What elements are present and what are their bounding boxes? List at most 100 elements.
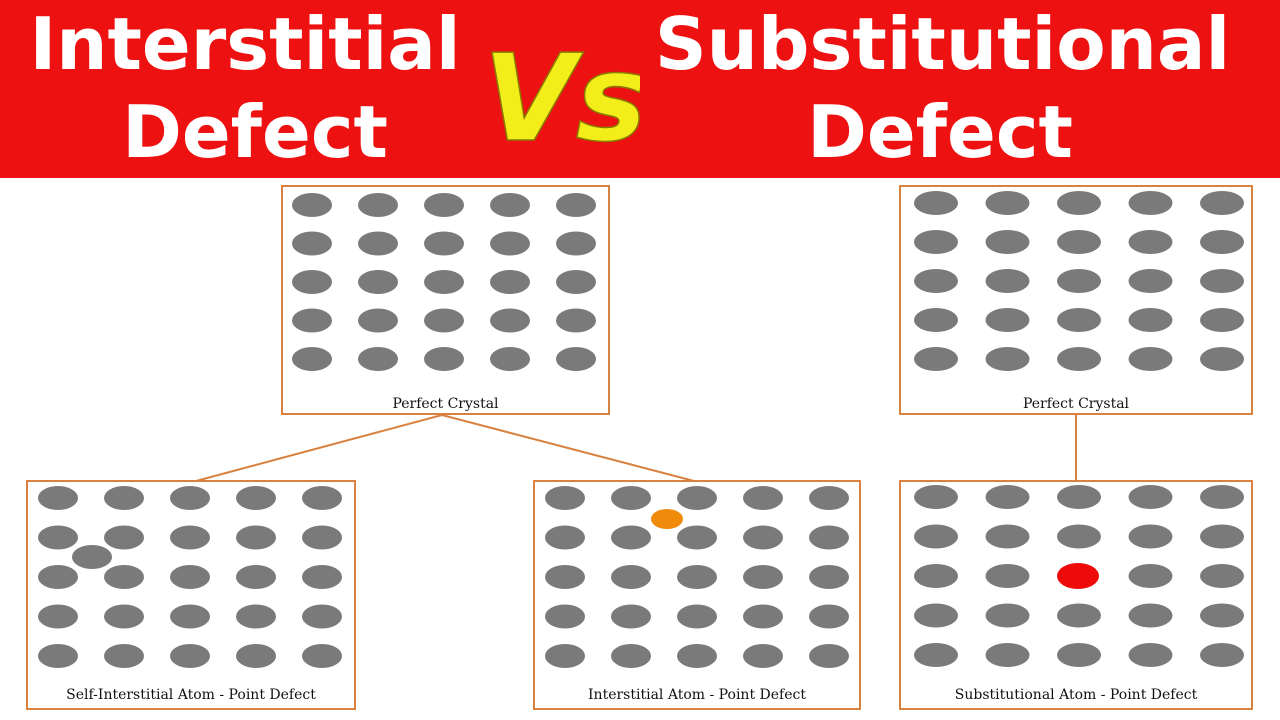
lattice-atom [424, 270, 464, 294]
lattice-atom [556, 231, 596, 256]
lattice-atom [1200, 308, 1244, 332]
title-banner: Interstitial Defect Vs Substitutional De… [0, 0, 1280, 178]
lattice-atom [556, 347, 596, 371]
left-title-line1: Interstitial [29, 2, 461, 86]
caption-right-perfect-crystal: Perfect Crystal [1022, 396, 1130, 412]
lattice-atom [1057, 347, 1101, 371]
lattice-atom [1200, 191, 1244, 215]
lattice-atom [809, 604, 849, 629]
lattice-atom [743, 486, 783, 510]
right-title-line2: Defect [807, 90, 1073, 174]
lattice-atom [914, 230, 958, 254]
lattice-atom [424, 193, 464, 217]
lattice-atom [677, 525, 717, 550]
lattice-atom [358, 231, 398, 256]
lattice-atom [424, 308, 464, 333]
lattice-atom [104, 644, 144, 668]
lattice-atom [809, 565, 849, 589]
lattice-atom [1200, 347, 1244, 371]
interstitial-atom [651, 509, 683, 529]
lattice-atom [556, 308, 596, 333]
lattice-atom [490, 270, 530, 294]
lattice-atom [985, 603, 1030, 628]
vs-text: Vs [490, 30, 640, 169]
caption-substitutional: Substitutional Atom - Point Defect [954, 687, 1198, 703]
caption-self-interstitial: Self-Interstitial Atom - Point Defect [66, 687, 316, 703]
lattice-atom [914, 308, 958, 332]
lattice-atom [1128, 308, 1173, 332]
lattice-atom [104, 604, 144, 629]
lattice-atom [743, 644, 783, 668]
lattice-atom [104, 565, 144, 589]
lattice-atom [1057, 485, 1101, 509]
connector-perfect-to-interstitial [441, 414, 695, 482]
left-title-line2: Defect [122, 90, 388, 174]
lattice-atom [292, 270, 332, 294]
lattice-atom [914, 524, 958, 549]
substitutional-atom [1057, 563, 1099, 589]
lattice-left-perfect [292, 193, 596, 371]
lattice-atom [1057, 191, 1101, 215]
lattice-atom [1128, 524, 1173, 549]
lattice-atom [1128, 347, 1173, 371]
lattice-atom [545, 644, 585, 668]
lattice-atom [985, 347, 1030, 371]
lattice-atom [985, 308, 1030, 332]
lattice-atom [38, 486, 78, 510]
lattice-atom [985, 269, 1030, 293]
lattice-atom [38, 565, 78, 589]
lattice-atom [358, 193, 398, 217]
lattice-atom [914, 564, 958, 588]
vs-graphic: Vs [482, 29, 648, 170]
lattice-atom [1200, 524, 1244, 549]
lattice-atom [985, 643, 1030, 667]
lattice-atom [170, 565, 210, 589]
lattice-atom [1128, 230, 1173, 254]
lattice-atom [1200, 643, 1244, 667]
lattice-atom [1057, 308, 1101, 332]
lattice-atom [302, 644, 342, 668]
lattice-atom [302, 565, 342, 589]
lattice-self-interstitial [38, 486, 342, 668]
lattice-atom [545, 486, 585, 510]
lattice-atom [170, 486, 210, 510]
lattice-atom [38, 525, 78, 550]
lattice-atom [170, 604, 210, 629]
lattice-atom [985, 191, 1030, 215]
lattice-atom [809, 644, 849, 668]
panel-self-interstitial: Self-Interstitial Atom - Point Defect [26, 480, 356, 710]
lattice-atom [611, 644, 651, 668]
lattice-atom [38, 604, 78, 629]
lattice-atom [677, 565, 717, 589]
lattice-atom [743, 565, 783, 589]
connector-perfect-to-self-interstitial [195, 414, 443, 482]
lattice-atom [236, 604, 276, 629]
lattice-atom [236, 525, 276, 550]
lattice-atom [1128, 603, 1173, 628]
panel-right-perfect-crystal: Perfect Crystal [899, 185, 1253, 415]
lattice-atom [236, 565, 276, 589]
lattice-atom [556, 193, 596, 217]
right-title-line1: Substitutional [654, 2, 1231, 86]
lattice-atom [1200, 230, 1244, 254]
lattice-atom [1057, 524, 1101, 549]
lattice-atom [1200, 564, 1244, 588]
lattice-atom [302, 604, 342, 629]
lattice-atom [490, 193, 530, 217]
lattice-atom [358, 308, 398, 333]
lattice-atom [302, 486, 342, 510]
lattice-atom [1128, 485, 1173, 509]
lattice-atom [236, 486, 276, 510]
lattice-atom [104, 525, 144, 550]
lattice-atom [1057, 643, 1101, 667]
panel-left-perfect-crystal: Perfect Crystal [281, 185, 610, 415]
vs-label: Vs [482, 10, 648, 170]
lattice-atom [424, 231, 464, 256]
lattice-atom [38, 644, 78, 668]
lattice-atom [490, 308, 530, 333]
lattice-atom [170, 525, 210, 550]
lattice-atom [1128, 269, 1173, 293]
lattice-atom [292, 347, 332, 371]
lattice-atom [170, 644, 210, 668]
lattice-atom [611, 525, 651, 550]
